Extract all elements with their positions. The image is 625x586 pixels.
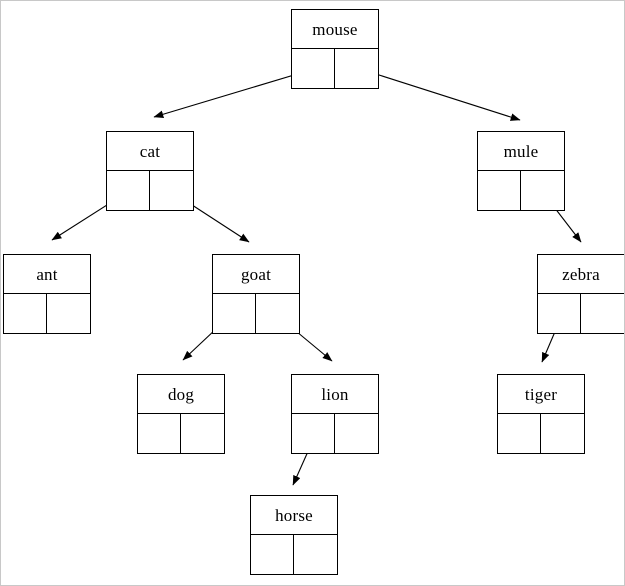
right-pointer-cell-cat[interactable] <box>150 171 193 210</box>
left-pointer-cell-goat[interactable] <box>213 294 256 333</box>
left-pointer-cell-ant[interactable] <box>4 294 47 333</box>
node-label-lion: lion <box>292 375 378 414</box>
tree-node-mule[interactable]: mule <box>477 131 565 211</box>
left-pointer-cell-dog[interactable] <box>138 414 181 453</box>
tree-node-mouse[interactable]: mouse <box>291 9 379 89</box>
left-pointer-cell-mule[interactable] <box>478 171 521 210</box>
node-pointers-horse <box>251 535 337 574</box>
node-pointers-tiger <box>498 414 584 453</box>
tree-node-goat[interactable]: goat <box>212 254 300 334</box>
right-pointer-cell-zebra[interactable] <box>581 294 624 333</box>
node-pointers-mule <box>478 171 564 210</box>
right-pointer-cell-goat[interactable] <box>256 294 299 333</box>
node-label-horse: horse <box>251 496 337 535</box>
right-pointer-cell-mouse[interactable] <box>335 49 378 88</box>
node-pointers-lion <box>292 414 378 453</box>
node-label-dog: dog <box>138 375 224 414</box>
left-pointer-cell-horse[interactable] <box>251 535 294 574</box>
node-label-tiger: tiger <box>498 375 584 414</box>
node-label-mouse: mouse <box>292 10 378 49</box>
node-pointers-ant <box>4 294 90 333</box>
node-label-zebra: zebra <box>538 255 624 294</box>
tree-node-ant[interactable]: ant <box>3 254 91 334</box>
tree-node-cat[interactable]: cat <box>106 131 194 211</box>
right-pointer-cell-horse[interactable] <box>294 535 337 574</box>
left-pointer-cell-cat[interactable] <box>107 171 150 210</box>
right-pointer-cell-dog[interactable] <box>181 414 224 453</box>
right-pointer-cell-mule[interactable] <box>521 171 564 210</box>
edge-mouse-left-to-cat <box>153 68 315 119</box>
left-pointer-cell-mouse[interactable] <box>292 49 335 88</box>
tree-node-horse[interactable]: horse <box>250 495 338 575</box>
left-pointer-cell-zebra[interactable] <box>538 294 581 333</box>
node-label-mule: mule <box>478 132 564 171</box>
node-pointers-dog <box>138 414 224 453</box>
node-pointers-cat <box>107 171 193 210</box>
node-pointers-mouse <box>292 49 378 88</box>
tree-node-dog[interactable]: dog <box>137 374 225 454</box>
node-pointers-zebra <box>538 294 624 333</box>
node-label-cat: cat <box>107 132 193 171</box>
left-pointer-cell-lion[interactable] <box>292 414 335 453</box>
node-pointers-goat <box>213 294 299 333</box>
tree-node-zebra[interactable]: zebra <box>537 254 624 334</box>
node-label-goat: goat <box>213 255 299 294</box>
tree-node-lion[interactable]: lion <box>291 374 379 454</box>
left-pointer-cell-tiger[interactable] <box>498 414 541 453</box>
tree-node-tiger[interactable]: tiger <box>497 374 585 454</box>
node-label-ant: ant <box>4 255 90 294</box>
right-pointer-cell-lion[interactable] <box>335 414 378 453</box>
right-pointer-cell-ant[interactable] <box>47 294 90 333</box>
right-pointer-cell-tiger[interactable] <box>541 414 584 453</box>
